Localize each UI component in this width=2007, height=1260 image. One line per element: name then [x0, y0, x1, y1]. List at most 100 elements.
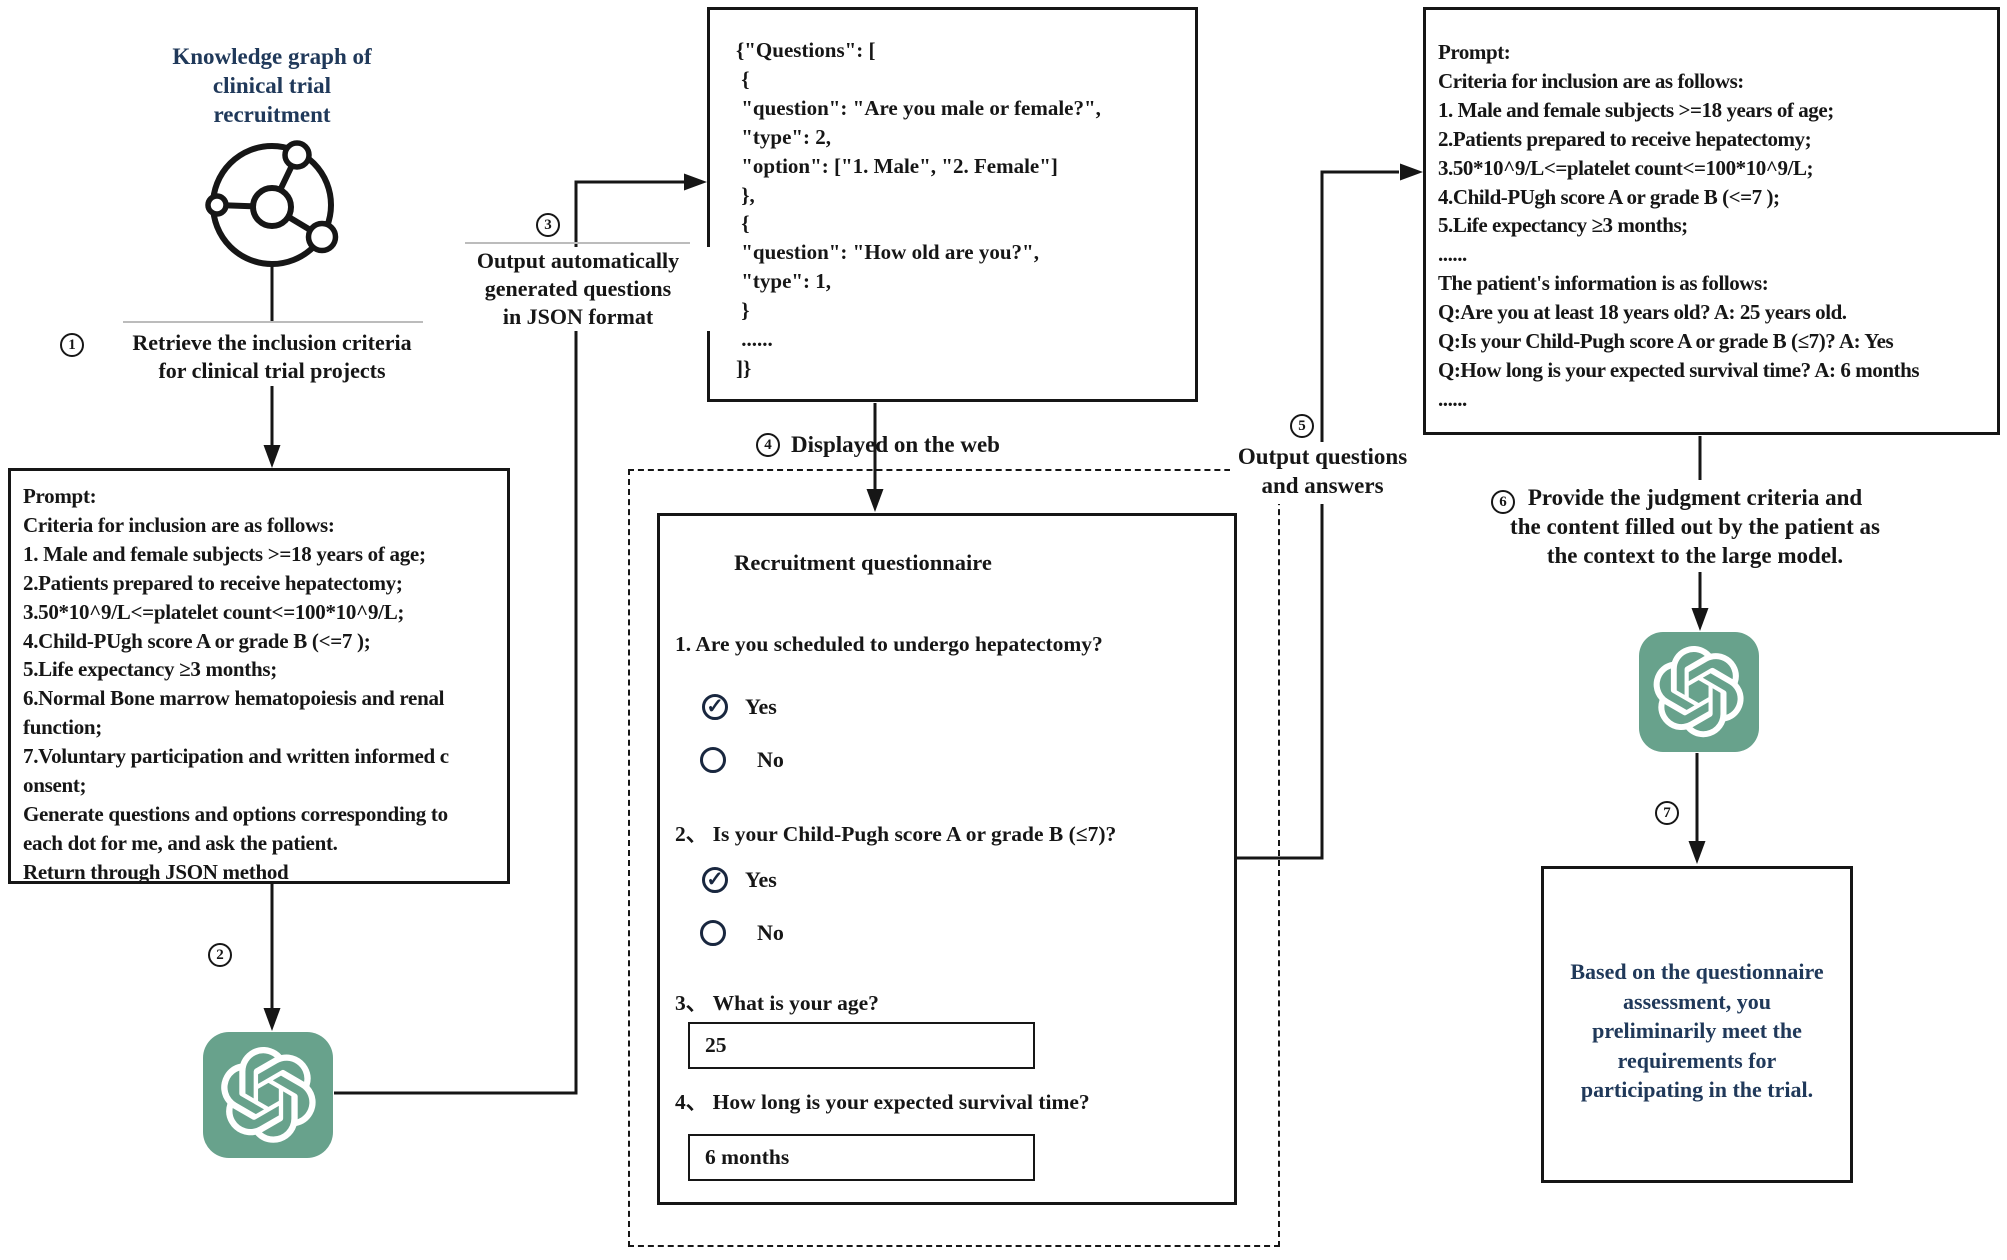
prompt-line: 5.Life expectancy ≥3 months;: [23, 657, 277, 682]
kg-title-line: Knowledge graph of: [172, 44, 372, 69]
step-4-badge: 4: [756, 433, 780, 457]
prompt-line: 2.Patients prepared to receive hepatecto…: [1438, 126, 1812, 151]
prompt-line: 5.Life expectancy ≥3 months;: [1438, 213, 1688, 238]
step-3-label-line: generated questions: [484, 276, 672, 301]
step-7-number: 7: [1663, 804, 1671, 821]
step-3-label-line: in JSON format: [502, 304, 654, 329]
step-1-label-line: Retrieve the inclusion criteria: [132, 330, 412, 355]
step-6-label-line: the context to the large model.: [1546, 543, 1844, 568]
step-3-label: Output automatically generated questions…: [427, 247, 729, 331]
json-line: {: [736, 211, 750, 236]
age-input[interactable]: 25: [688, 1022, 1035, 1069]
step-2-number: 2: [216, 946, 224, 963]
prompt-line: 2.Patients prepared to receive hepatecto…: [23, 570, 403, 595]
step-1-badge: 1: [60, 333, 84, 357]
step-6-badge: 6: [1491, 490, 1515, 514]
q2-no-radio[interactable]: [700, 920, 726, 946]
prompt-line: each dot for me, and ask the patient.: [23, 830, 338, 855]
prompt-line: 1. Male and female subjects >=18 years o…: [23, 541, 426, 566]
openai-logo-glyph: [220, 1047, 316, 1143]
json-line: "question": "How old are you?",: [736, 240, 1039, 265]
step-1-label-line: for clinical trial projects: [158, 358, 386, 383]
step-1-separator: [123, 321, 423, 323]
q1-no-radio[interactable]: [700, 747, 726, 773]
prompt-line: 6.Normal Bone marrow hematopoiesis and r…: [23, 686, 445, 711]
check-icon: ✓: [706, 866, 724, 891]
knowledge-graph-title: Knowledge graph of clinical trial recrui…: [112, 42, 432, 129]
prompt-line: 4.Child-PUgh score A or grade B (<=7 );: [23, 628, 371, 653]
step-4-number: 4: [764, 436, 772, 453]
prompt-line: 7.Voluntary participation and written in…: [23, 744, 449, 769]
step-6-label-line: Provide the judgment criteria and: [1527, 485, 1863, 510]
prompt-line: Q:Is your Child-Pugh score A or grade B …: [1438, 329, 1894, 354]
step-1-number: 1: [68, 336, 76, 353]
prompt-line: Prompt:: [1438, 40, 1511, 64]
prompt-line: ......: [1438, 242, 1467, 267]
question-3-text: 3、 What is your age?: [675, 991, 879, 1015]
prompt-line: ......: [1438, 386, 1467, 411]
kg-title-line: recruitment: [213, 102, 331, 127]
question-1-text: 1. Are you scheduled to undergo hepatect…: [675, 632, 1103, 656]
step-5-label: Output questions and answers: [1230, 442, 1415, 504]
json-line: "type": 2,: [736, 124, 832, 149]
q2-no-label: No: [757, 920, 784, 945]
prompt-line: 3.50*10^9/L<=platelet count<=100*10^9/L;: [1438, 155, 1814, 180]
json-line: },: [736, 182, 755, 207]
json-line: "option": ["1. Male", "2. Female"]: [736, 153, 1058, 178]
prompt-line: The patient's information is as follows:: [1438, 271, 1769, 296]
prompt-line: Return through JSON method: [23, 859, 289, 884]
json-line: "type": 1,: [736, 269, 832, 294]
q1-yes-radio[interactable]: ✓: [702, 694, 728, 720]
chatgpt-icon-left: [203, 1032, 333, 1158]
prompt-line: onsent;: [23, 773, 87, 798]
assessment-result-box: Based on the questionnaire assessment, y…: [1541, 866, 1853, 1183]
step-3-label-line: Output automatically: [476, 248, 680, 273]
step-4-label: Displayed on the web: [791, 432, 1000, 457]
json-output-box: {"Questions": [ { "question": "Are you m…: [707, 7, 1198, 402]
result-line: assessment, you: [1623, 988, 1771, 1014]
q2-yes-radio[interactable]: ✓: [702, 867, 728, 893]
q1-no-label: No: [757, 747, 784, 772]
left-prompt-box: Prompt: Criteria for inclusion are as fo…: [8, 468, 510, 884]
result-line: Based on the questionnaire: [1570, 959, 1824, 984]
prompt-line: Criteria for inclusion are as follows:: [23, 512, 335, 537]
step-2-badge: 2: [208, 943, 232, 967]
json-line: ......: [736, 327, 773, 352]
step-3-number: 3: [544, 216, 552, 233]
q2-yes-label: Yes: [745, 867, 777, 892]
result-line: preliminarily meet the: [1592, 1018, 1802, 1043]
result-line: requirements for: [1617, 1047, 1777, 1073]
kg-title-line: clinical trial: [212, 73, 332, 98]
survival-time-input[interactable]: 6 months: [688, 1134, 1035, 1181]
question-4-text: 4、 How long is your expected survival ti…: [675, 1090, 1090, 1114]
prompt-line: 3.50*10^9/L<=platelet count<=100*10^9/L;: [23, 599, 405, 624]
q1-yes-label: Yes: [745, 694, 777, 719]
step-3-separator: [465, 242, 690, 244]
step-5-badge: 5: [1290, 414, 1314, 438]
step-5-label-line: Output questions: [1237, 444, 1408, 469]
web-page-dashed-frame: [628, 469, 1280, 1247]
chatgpt-icon-right: [1639, 632, 1759, 752]
prompt-line: 4.Child-PUgh score A or grade B (<=7 );: [1438, 184, 1780, 209]
right-prompt-box: Prompt: Criteria for inclusion are as fo…: [1423, 7, 2000, 435]
json-line: "question": "Are you male or female?",: [736, 95, 1101, 120]
json-line: }: [736, 298, 750, 323]
prompt-line: Criteria for inclusion are as follows:: [1438, 68, 1744, 93]
step-5-label-line: and answers: [1261, 473, 1384, 498]
recruitment-questionnaire-box: [657, 513, 1237, 1205]
question-2-text: 2、 Is your Child-Pugh score A or grade B…: [675, 822, 1117, 846]
prompt-line: Q:How long is your expected survival tim…: [1438, 357, 1920, 382]
arrowheads: [263, 163, 1709, 1031]
json-line: {"Questions": [: [736, 38, 876, 62]
step-5-number: 5: [1298, 417, 1306, 434]
json-line: ]}: [736, 355, 752, 380]
prompt-line: 1. Male and female subjects >=18 years o…: [1438, 97, 1834, 122]
step-1-label: Retrieve the inclusion criteria for clin…: [92, 329, 452, 385]
step-6-number: 6: [1499, 493, 1507, 510]
step-3-badge: 3: [536, 213, 560, 237]
step-6-label-line: the content filled out by the patient as: [1510, 514, 1880, 539]
prompt-line: Prompt:: [23, 484, 97, 508]
result-line: participating in the trial.: [1580, 1077, 1814, 1102]
step-7-badge: 7: [1655, 801, 1679, 825]
